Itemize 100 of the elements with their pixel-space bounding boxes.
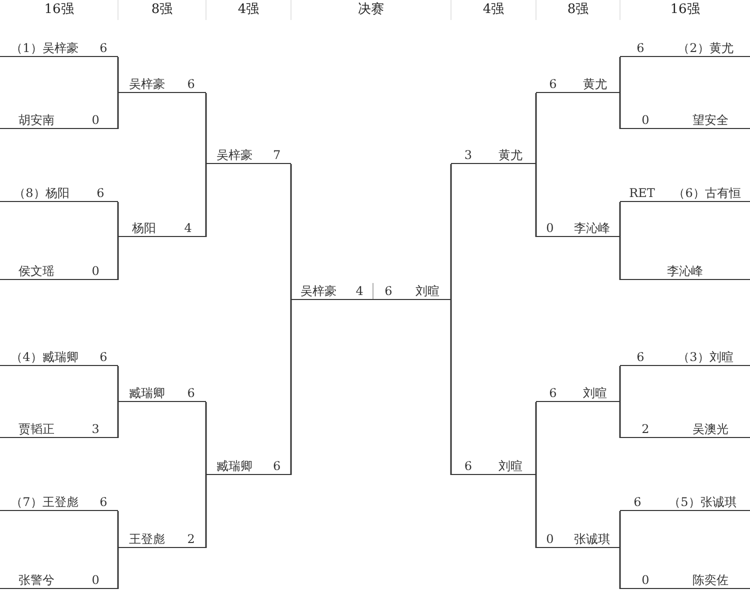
player-name: 张警兮 [18,573,55,588]
bracket-slot [206,147,291,164]
bracket-line [290,164,292,300]
bracket-line [205,402,207,475]
score: 6 [273,459,281,474]
player-name: 吴梓豪 [129,77,166,92]
round-header: 16强 [43,1,75,19]
score: 刘暄 [415,284,440,299]
bracket-line [117,237,119,280]
bracket-line [205,164,207,237]
bracket-line [117,366,119,402]
score: 4 [356,284,364,299]
bracket-slot [206,458,291,475]
round-header: 16强 [669,1,701,19]
score: 0 [92,113,100,128]
bracket-slot [118,220,206,237]
bracket-line [205,475,207,548]
score: 6 [634,495,642,510]
bracket-slot [620,185,750,202]
score: 4 [184,221,192,236]
score: 6 [187,77,195,92]
player-name: （3）刘暄 [678,350,734,365]
player-name: （8）杨阳 [14,186,70,201]
score: 0 [546,221,554,236]
player-name: 贾韬正 [18,422,55,437]
bracket-line [450,300,452,475]
bracket-slot [451,147,536,164]
score: 3 [464,148,472,163]
bracket-line [619,366,621,402]
bracket-line [290,300,292,475]
player-name: 望安全 [692,113,728,128]
score: 6 [636,350,644,365]
bracket-slot [373,283,451,300]
round-header: 4强 [236,1,260,19]
player-name: 吴梓豪 [300,284,337,299]
player-name: （1）吴梓豪 [10,41,78,56]
bracket-slot [620,112,750,129]
bracket-line [205,93,207,164]
bracket-slot [0,263,118,280]
bracket-slot [118,531,206,548]
player-name: 刘暄 [498,459,523,474]
score: 0 [642,113,650,128]
score: 0 [92,264,100,279]
bracket-slot [0,349,118,366]
score: 0 [92,573,100,588]
score: 6 [100,350,108,365]
player-name: 胡安南 [18,113,55,128]
player-name: 陈奕佐 [692,573,728,588]
score: 6 [549,77,557,92]
score: 6 [100,495,108,510]
score: 3 [92,422,100,437]
bracket-slot [0,185,118,202]
bracket-line [117,202,119,237]
bracket-line [450,164,452,300]
bracket-line [619,202,621,237]
player-name: （5）张诚琪 [668,495,736,510]
score: 6 [549,386,557,401]
bracket-line [535,475,537,548]
player-name: 臧瑞卿 [129,386,166,401]
bracket-slot [0,421,118,438]
score: 0 [642,573,650,588]
player-name: 侯文瑶 [18,264,55,279]
player-name: 吴梓豪 [216,148,252,163]
player-name: （7）王登彪 [10,495,78,510]
player-name: 6 [384,284,392,299]
bracket-slot [620,421,750,438]
score: 2 [642,422,650,437]
bracket-slot [536,385,620,402]
bracket-line [117,511,119,548]
player-name: 王登彪 [129,532,166,547]
player-name: 杨阳 [132,221,156,236]
player-name: （2）黄尤 [678,41,734,56]
bracket-slot [620,494,750,511]
bracket-line [535,402,537,475]
round-header: 8强 [150,1,174,19]
bracket-line [619,93,621,129]
score: 0 [546,532,554,547]
score: 6 [100,41,108,56]
round-header: 决赛 [357,1,385,19]
player-name: （4）臧瑞卿 [10,350,78,365]
player-name: 刘暄 [582,386,607,401]
bracket-slot [620,572,750,589]
bracket-line [117,93,119,129]
player-name: （6）古有恒 [673,186,741,201]
score: 6 [187,386,195,401]
round-header: 8强 [566,1,590,19]
bracket-line [535,164,537,237]
bracket-slot [0,112,118,129]
bracket-slot [291,283,373,300]
bracket-slot [0,494,118,511]
player-name: 黄尤 [498,148,523,163]
bracket-slot [451,458,536,475]
bracket-line [619,511,621,548]
bracket-line [619,57,621,93]
bracket-slot [620,263,750,280]
bracket-line [619,237,621,280]
bracket-line [619,402,621,438]
bracket-line [535,93,537,164]
bracket-slot [118,76,206,93]
bracket-slot [0,40,118,57]
